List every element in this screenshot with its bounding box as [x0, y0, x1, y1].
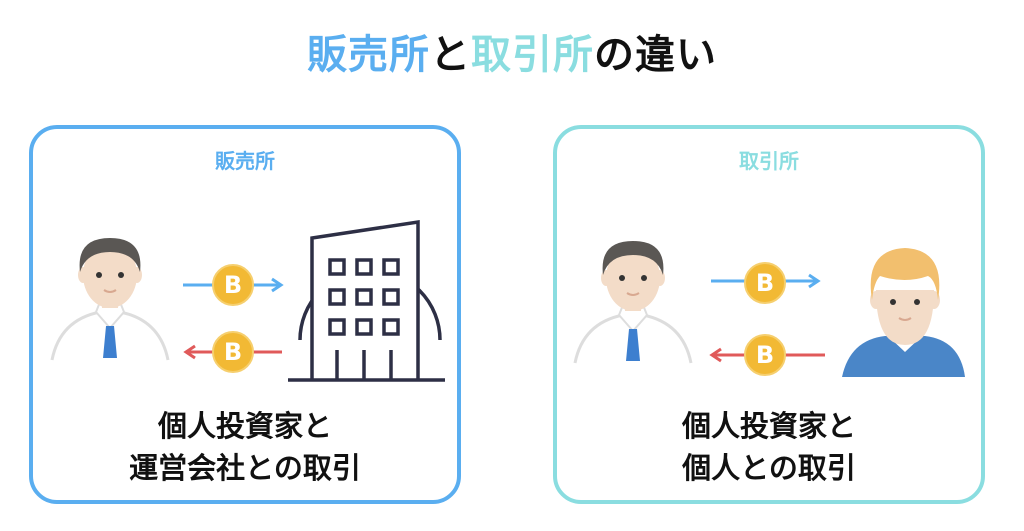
panel-description: 個人投資家と運営会社との取引 [129, 409, 361, 485]
dealer-panel: 販売所 個人投資家と運営会社との取引 [29, 125, 461, 504]
panel-label: 取引所 [739, 149, 799, 173]
page-title: 販売所と取引所の違い [307, 32, 717, 78]
individual-avatar [842, 248, 965, 377]
panel-description: 個人投資家と個人との取引 [681, 409, 856, 485]
company-building-icon [288, 219, 445, 382]
panel-label: 販売所 [215, 149, 275, 173]
exchange-panel: 取引所 個人投資家と個人との取引 [553, 125, 985, 504]
